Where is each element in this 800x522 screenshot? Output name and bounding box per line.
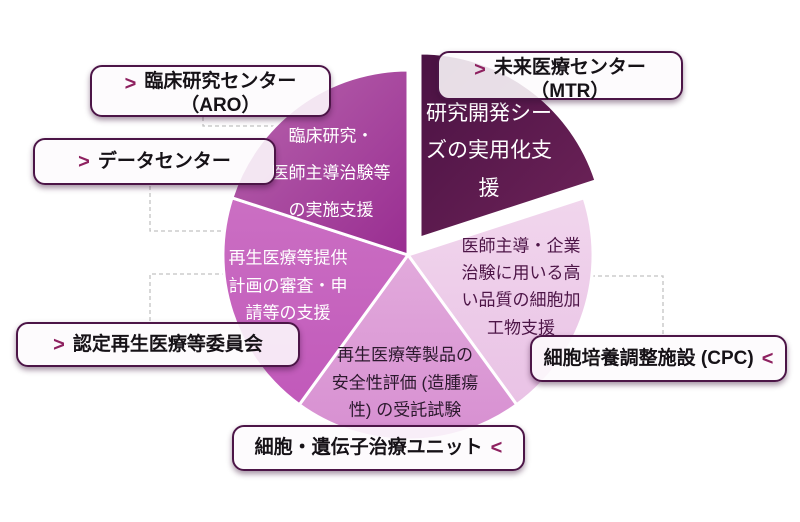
chevron-left-icon: < bbox=[490, 437, 503, 459]
callout-certified-committee-label: 認定再生医療等委員会 bbox=[72, 333, 263, 355]
connector-aro bbox=[202, 117, 277, 127]
callout-mtr-label: 未来医療センター （MTR） bbox=[493, 57, 646, 102]
chevron-left-icon: < bbox=[761, 347, 774, 370]
callout-aro-label: 臨床研究センター （ARO） bbox=[144, 71, 297, 116]
callout-cell-gene-therapy-unit[interactable]: 細胞・遺伝子治療ユニット < bbox=[232, 425, 525, 471]
callout-cell-gene-therapy-unit-label: 細胞・遺伝子治療ユニット bbox=[254, 437, 483, 459]
callout-data-center-label: データセンター bbox=[97, 150, 231, 172]
chevron-right-icon: > bbox=[78, 150, 90, 173]
callout-data-center[interactable]: > データセンター bbox=[33, 138, 276, 185]
chevron-right-icon: > bbox=[474, 59, 486, 81]
callout-aro[interactable]: > 臨床研究センター （ARO） bbox=[90, 65, 331, 117]
callout-cpc-label: 細胞培養調整施設 (CPC) bbox=[543, 347, 754, 369]
connector-certified-committee bbox=[149, 273, 225, 321]
callout-mtr[interactable]: > 未来医療センター （MTR） bbox=[437, 51, 683, 102]
callout-cpc[interactable]: 細胞培養調整施設 (CPC) < bbox=[530, 335, 787, 382]
chevron-right-icon: > bbox=[124, 73, 137, 95]
chevron-right-icon: > bbox=[53, 333, 65, 356]
connector-data-center bbox=[149, 186, 225, 232]
callout-certified-committee[interactable]: > 認定再生医療等委員会 bbox=[16, 322, 300, 367]
connector-cpc bbox=[593, 275, 664, 334]
